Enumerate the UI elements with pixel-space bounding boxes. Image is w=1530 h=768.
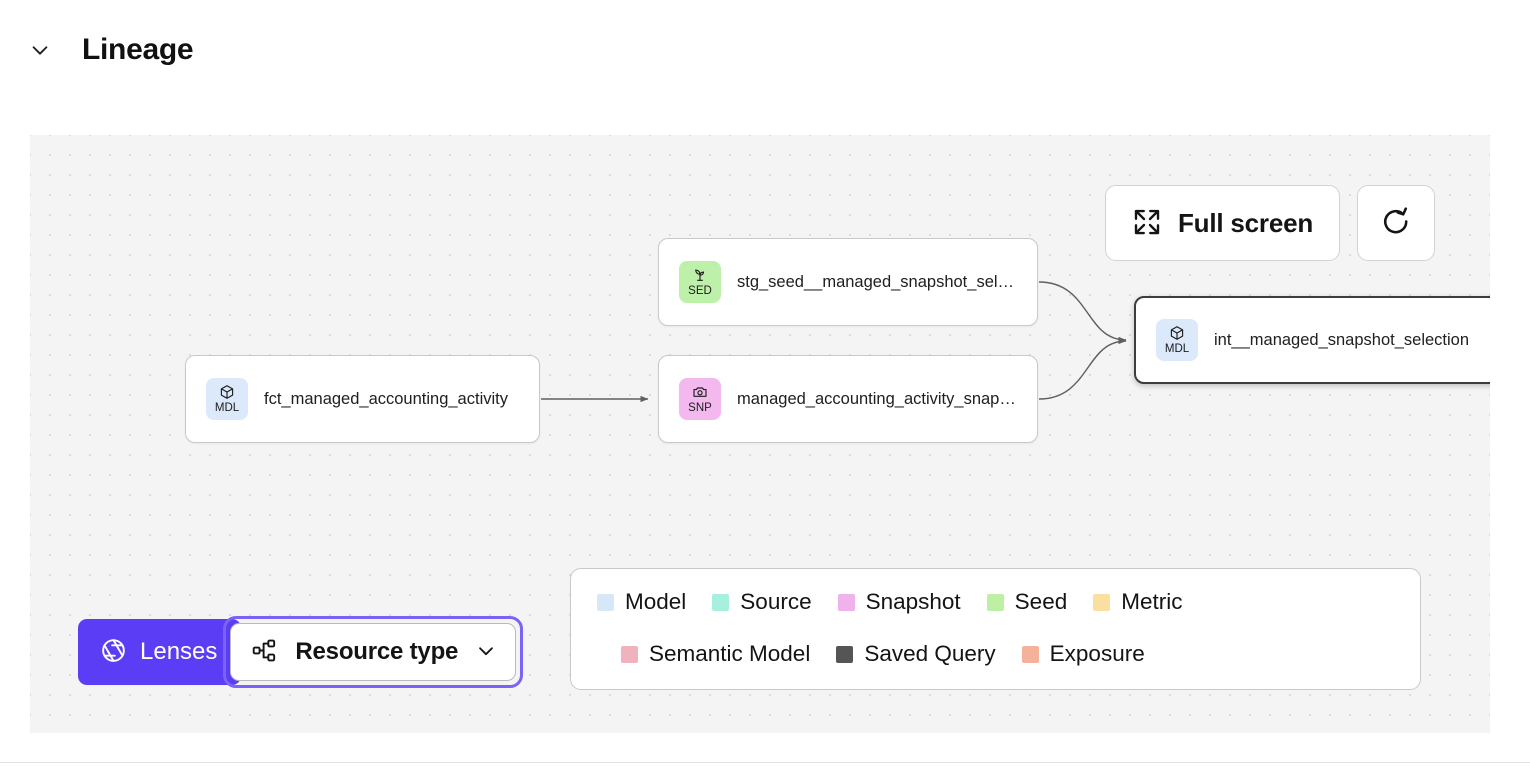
- lineage-controls: Lenses Resource type: [78, 616, 524, 688]
- lenses-button[interactable]: Lenses: [78, 619, 242, 685]
- graph-node-snapshot[interactable]: SNP managed_accounting_activity_snapshot: [658, 355, 1038, 443]
- page-divider: [0, 762, 1530, 763]
- node-type-badge-mdl: MDL: [1156, 319, 1198, 361]
- lineage-graph-canvas[interactable]: MDL fct_managed_accounting_activity SED …: [30, 135, 1490, 733]
- node-type-badge-sed: SED: [679, 261, 721, 303]
- node-type-code: SNP: [688, 401, 712, 414]
- node-type-code: MDL: [1164, 342, 1190, 355]
- edge-snapshot-to-model: [1038, 337, 1127, 400]
- cube-icon: [219, 384, 235, 401]
- legend-label: Source: [740, 589, 812, 614]
- lenses-label: Lenses: [140, 638, 218, 665]
- legend-swatch: [837, 593, 855, 611]
- canvas-toolbar: Full screen: [1105, 185, 1435, 261]
- legend-swatch: [597, 593, 614, 611]
- full-screen-label: Full screen: [1177, 207, 1314, 238]
- legend-label: Saved Query: [864, 641, 996, 666]
- legend-item[interactable]: Snapshot: [837, 589, 961, 615]
- legend-label: Seed: [1014, 589, 1068, 614]
- legend-label: Exposure: [1049, 641, 1145, 666]
- refresh-button[interactable]: [1357, 185, 1435, 261]
- legend-label: Semantic Model: [649, 641, 811, 666]
- lineage-section-header: Lineage: [0, 0, 1530, 100]
- graph-node-model-fct[interactable]: MDL fct_managed_accounting_activity: [185, 355, 540, 443]
- graph-node-model-int-selected[interactable]: MDL int__managed_snapshot_selection: [1134, 296, 1490, 384]
- legend-item[interactable]: Model: [597, 589, 686, 615]
- resource-type-label: Resource type: [295, 638, 459, 665]
- legend-label: Snapshot: [865, 589, 961, 614]
- legend-swatch: [621, 645, 638, 663]
- legend-panel: Model Source Snapshot Seed Metric Semantic M…: [570, 568, 1421, 690]
- legend-item[interactable]: Saved Query: [836, 641, 996, 667]
- legend-label: Model: [625, 589, 687, 614]
- legend-item[interactable]: Semantic Model: [621, 641, 810, 667]
- graph-node-seed-stg[interactable]: SED stg_seed__managed_snapshot_selecti..…: [658, 238, 1038, 326]
- resource-type-focus-ring: Resource type: [223, 616, 524, 688]
- node-label: stg_seed__managed_snapshot_selecti...: [737, 272, 1037, 291]
- full-screen-button[interactable]: Full screen: [1105, 185, 1340, 261]
- legend-swatch: [712, 593, 730, 611]
- camera-icon: [692, 384, 708, 401]
- chevron-down-icon[interactable]: [20, 30, 60, 70]
- chevron-down-glyph: [32, 46, 48, 55]
- legend-item[interactable]: Exposure: [1021, 641, 1145, 667]
- node-type-code: MDL: [214, 401, 240, 414]
- legend-label: Metric: [1121, 589, 1183, 614]
- chevron-down-icon: [475, 640, 497, 665]
- legend-swatch: [836, 645, 854, 663]
- node-type-badge-mdl: MDL: [206, 378, 248, 420]
- legend-item[interactable]: Source: [712, 589, 812, 615]
- legend-item[interactable]: Metric: [1093, 589, 1182, 615]
- node-type-code: SED: [688, 284, 712, 297]
- legend-swatch: [986, 593, 1004, 611]
- legend-row-secondary: Semantic Model Saved Query Exposure: [597, 641, 1394, 667]
- cube-icon: [1169, 325, 1185, 342]
- node-type-badge-snp: SNP: [679, 378, 721, 420]
- expand-arrows-icon: [1132, 207, 1162, 240]
- node-label: managed_accounting_activity_snapshot: [737, 389, 1031, 408]
- node-label: int__managed_snapshot_selection: [1214, 330, 1470, 349]
- legend-item[interactable]: Seed: [986, 589, 1068, 615]
- resource-type-dropdown[interactable]: Resource type: [230, 623, 517, 681]
- node-label: fct_managed_accounting_activity: [264, 389, 508, 408]
- aperture-icon: [100, 637, 127, 667]
- hierarchy-icon: [251, 637, 278, 667]
- page-title: Lineage: [82, 33, 194, 66]
- legend-row-primary: Model Source Snapshot Seed Metric: [597, 589, 1394, 615]
- sprout-icon: [692, 267, 708, 284]
- legend-swatch: [1093, 593, 1111, 611]
- refresh-icon: [1379, 205, 1413, 242]
- edge-seed-to-model: [1038, 281, 1127, 344]
- legend-swatch: [1021, 645, 1039, 663]
